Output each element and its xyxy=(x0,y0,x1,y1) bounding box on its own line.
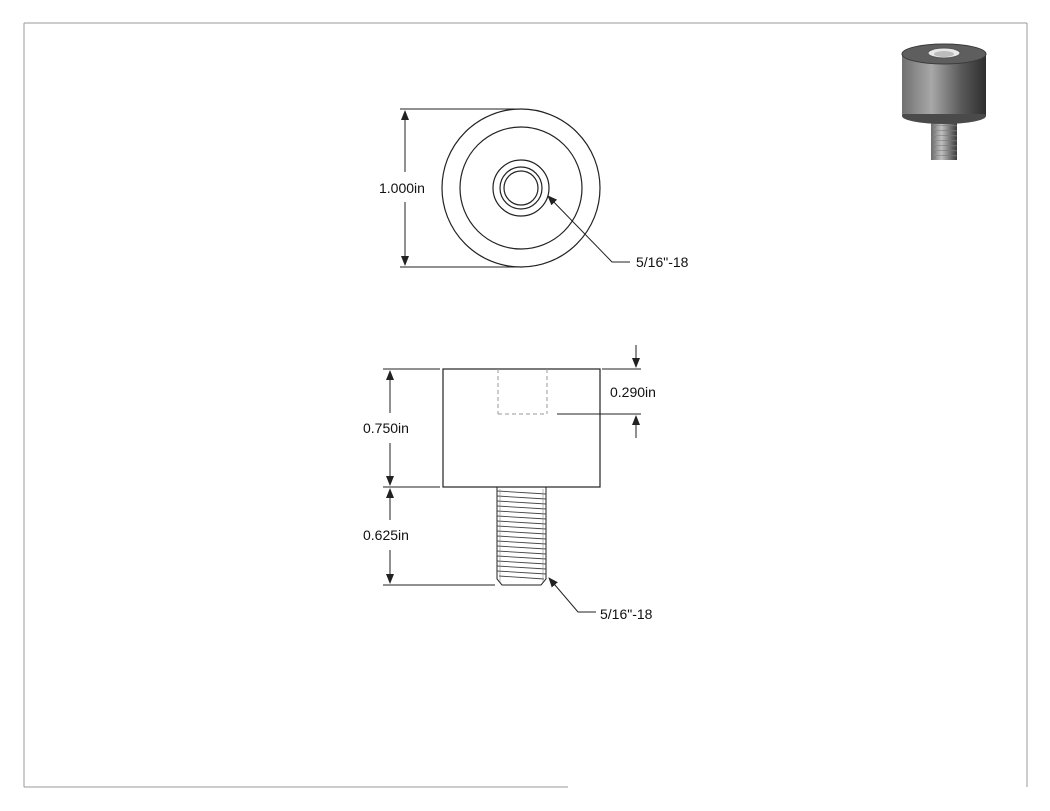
body-height-dimension xyxy=(383,368,440,488)
thread-root-circle xyxy=(503,170,539,206)
counterbore-depth-dimension xyxy=(557,345,641,438)
stud-length-dimension xyxy=(383,488,495,586)
side-thread-leader xyxy=(548,577,596,613)
side-view xyxy=(442,368,601,586)
standoff-isometric-icon xyxy=(901,43,987,160)
threaded-stud xyxy=(496,487,547,586)
diameter-dimension xyxy=(400,108,520,268)
side-thread-callout: 5/16"-18 xyxy=(600,606,653,622)
front-view xyxy=(441,108,601,268)
body-height-label: 0.750in xyxy=(363,420,409,436)
hidden-tapped-hole xyxy=(497,369,548,415)
thread-major-circle xyxy=(492,159,550,217)
counterbore-depth-label: 0.290in xyxy=(610,384,656,400)
standoff-body xyxy=(442,368,601,488)
diameter-label: 1.000in xyxy=(379,180,425,196)
sheet-border xyxy=(23,22,1028,788)
front-thread-leader xyxy=(547,195,630,263)
stud-length-label: 0.625in xyxy=(363,527,409,543)
front-thread-callout: 5/16"-18 xyxy=(636,254,689,270)
thread-minor-circle xyxy=(499,166,543,210)
inner-chamfer-circle xyxy=(459,126,583,250)
outer-diameter-circle xyxy=(441,108,601,268)
